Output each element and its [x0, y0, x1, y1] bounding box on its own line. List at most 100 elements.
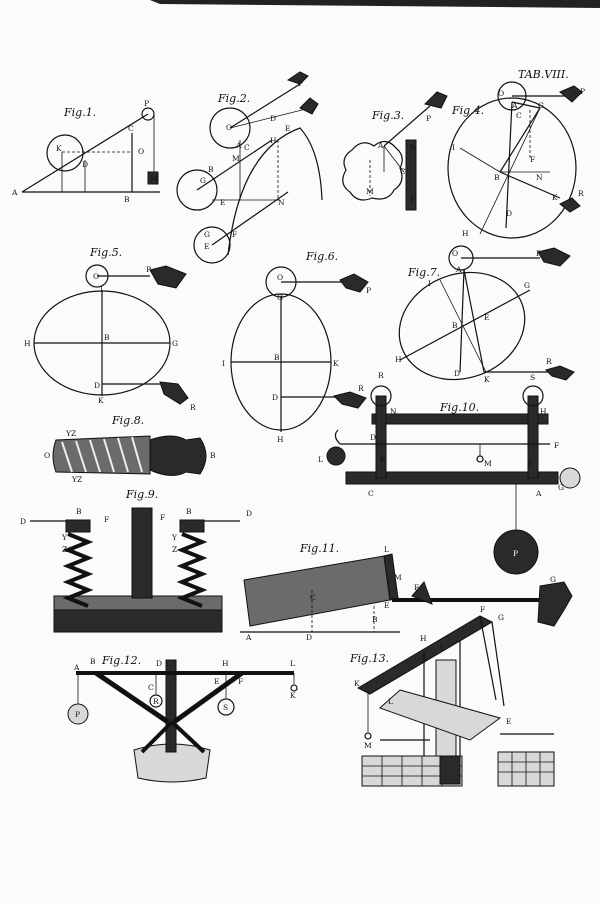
point-label: S — [530, 373, 535, 382]
point-label: C — [148, 683, 154, 692]
point-label: O — [44, 451, 50, 460]
figure-caption: Fig.8. — [111, 414, 144, 427]
point-label: E — [214, 677, 219, 686]
point-label: E — [384, 601, 389, 610]
point-label: D — [82, 160, 88, 169]
point-label: D — [454, 369, 460, 378]
point-label: R — [153, 697, 159, 706]
point-label: M — [366, 187, 374, 196]
point-label: F — [238, 677, 243, 686]
point-label: K — [290, 691, 296, 700]
point-label: E — [220, 198, 225, 207]
point-label: B — [452, 321, 458, 330]
point-label: F — [480, 605, 485, 614]
point-label: B — [274, 353, 280, 362]
point-label: D — [156, 659, 162, 668]
figure-3: Fig.3. P A B C M F — [342, 91, 448, 211]
point-label: I — [440, 643, 443, 652]
point-label: K — [333, 359, 339, 368]
point-label: G — [524, 281, 530, 290]
point-label: H — [395, 355, 402, 364]
point-label: Y — [171, 533, 178, 542]
point-label: O — [277, 273, 283, 282]
point-label: K — [354, 679, 360, 688]
point-label: P — [536, 249, 541, 258]
figure-caption: Fig.10. — [439, 401, 479, 414]
point-label: YZ — [71, 475, 82, 484]
figure-1: Fig.1. P K C D O M A B — [11, 99, 160, 204]
point-label: P — [75, 710, 80, 719]
point-label: P — [580, 87, 585, 96]
point-label: R — [546, 357, 552, 366]
point-label: G — [172, 339, 178, 348]
figure-caption: Fig.4. — [451, 104, 484, 117]
point-label: A — [11, 188, 18, 197]
point-label: E — [506, 717, 511, 726]
point-label: D — [272, 393, 278, 402]
point-label: D — [506, 209, 512, 218]
point-label: F — [410, 195, 415, 204]
point-label: D — [306, 633, 312, 642]
point-label: G — [538, 101, 544, 110]
figure-12: Fig.12. A B D H L C E F K P R S — [67, 654, 298, 783]
figure-13: Fig.13. F G H I K L M E — [349, 605, 555, 787]
point-label: F — [104, 515, 109, 524]
point-label: B — [210, 451, 216, 460]
figure-caption: Fig.5. — [89, 246, 122, 259]
point-label: K — [56, 144, 62, 153]
figure-4: Fig.4. O A C G P I F B N D K R H — [447, 81, 585, 239]
point-label: YZ — [65, 429, 76, 438]
point-label: N — [536, 173, 543, 182]
point-label: B — [208, 165, 214, 174]
point-label: H — [270, 136, 277, 145]
point-label: O — [452, 249, 458, 258]
point-label: C — [400, 167, 406, 176]
point-label: A — [235, 141, 242, 150]
point-label: F — [232, 230, 237, 239]
point-label: C — [310, 593, 316, 602]
point-label: C — [516, 111, 522, 120]
point-label: G — [200, 176, 206, 185]
plate-top-edge — [150, 0, 600, 8]
point-label: M — [394, 573, 402, 582]
point-label: G — [550, 575, 556, 584]
point-label: H — [277, 435, 284, 444]
point-label: I — [428, 279, 431, 288]
figure-5: Fig.5. O P I H B G D K R — [24, 246, 196, 412]
figure-caption: Fig.9. — [125, 488, 158, 501]
point-label: K — [552, 193, 558, 202]
figure-caption: Fig.12. — [101, 654, 141, 667]
point-label: G — [498, 613, 504, 622]
point-label: D — [94, 381, 100, 390]
point-label: P — [513, 549, 518, 558]
point-label: O — [93, 272, 99, 281]
point-label: G — [204, 230, 210, 239]
point-label: R — [190, 403, 196, 412]
point-label: I — [452, 143, 455, 152]
point-label: L — [290, 659, 295, 668]
point-label: M — [364, 741, 372, 750]
figure-caption: Fig.6. — [305, 250, 338, 263]
figure-7: Fig.7. O A P I G B E H D K R — [395, 245, 575, 384]
point-label: M — [150, 174, 158, 183]
point-label: B — [76, 507, 82, 516]
point-label: P — [144, 99, 149, 108]
point-label: E — [285, 124, 290, 133]
point-label: D — [246, 509, 252, 518]
point-label: Z — [62, 545, 67, 554]
point-label: P — [146, 265, 151, 274]
point-label: E — [528, 459, 533, 468]
point-label: H — [24, 339, 31, 348]
point-label: I — [100, 284, 103, 293]
point-label: H — [222, 659, 229, 668]
figure-caption: Fig.1. — [63, 106, 96, 119]
point-label: N — [390, 407, 397, 416]
figure-11: Fig.11. L M F G C E A D B — [240, 542, 573, 642]
figure-2: Fig.2. P D O A C E H M B G N E F G E — [176, 71, 323, 264]
point-label: F — [554, 441, 559, 450]
point-label: A — [511, 101, 518, 110]
figure-8: Fig.8. YZ O YZ B — [44, 414, 216, 484]
point-label: P — [426, 114, 431, 123]
